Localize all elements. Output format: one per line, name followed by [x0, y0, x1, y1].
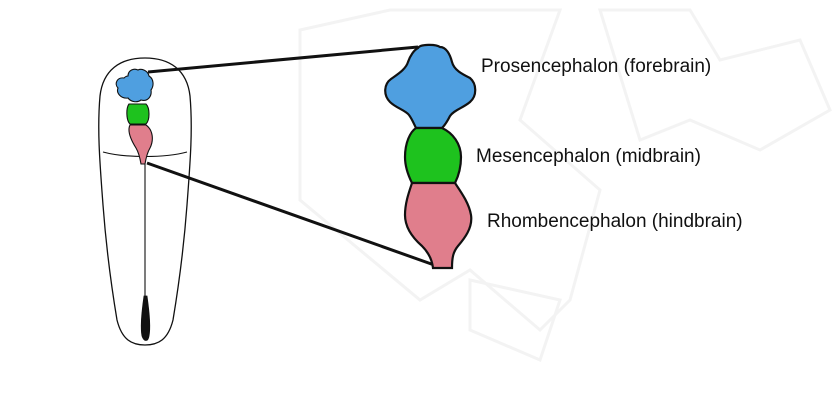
embryo [98, 57, 192, 346]
enlarged-brain [384, 43, 477, 270]
rhombencephalon-shape [403, 181, 473, 270]
prosencephalon-label: Prosencephalon (forebrain) [481, 56, 712, 77]
watermark-shapes [298, 8, 832, 363]
small-prosencephalon [115, 68, 154, 103]
mesencephalon-shape [403, 126, 463, 185]
mesencephalon-label: Mesencephalon (midbrain) [476, 146, 701, 167]
primitive-streak [140, 295, 151, 341]
rhombencephalon-label: Rhombencephalon (hindbrain) [487, 211, 743, 232]
embryo-outline [98, 57, 192, 346]
zoom-line-top [147, 45, 419, 74]
zoom-line-bottom [146, 161, 438, 268]
prosencephalon-shape [384, 43, 477, 130]
small-mesencephalon [126, 103, 150, 125]
small-rhombencephalon [128, 124, 153, 165]
